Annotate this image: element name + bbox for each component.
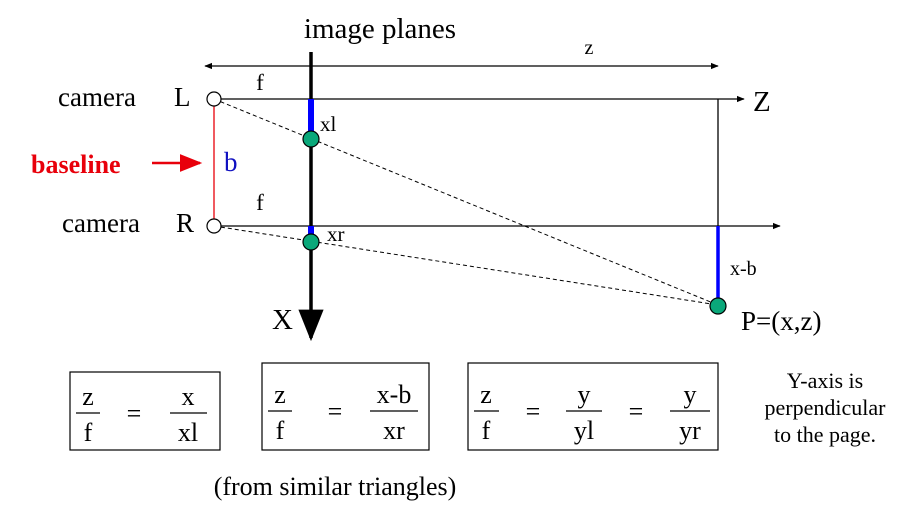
z-dimension-label: z	[585, 37, 594, 59]
camera-right-label: camera	[62, 208, 140, 238]
y-axis-note-line-3: to the page.	[773, 421, 877, 447]
xl-point	[302, 130, 320, 148]
right-projection-ray	[213, 225, 719, 306]
eq3-mid-numerator: y	[578, 380, 591, 409]
eq1-equals: =	[127, 399, 142, 428]
x-minus-b-label: x-b	[730, 258, 757, 280]
left-projection-ray	[213, 98, 719, 306]
x-axis-label: X	[272, 304, 293, 336]
point-p	[709, 297, 727, 315]
y-axis-note: Y-axis is perpendicular to the page.	[745, 368, 905, 448]
similar-triangles-caption: (from similar triangles)	[213, 472, 457, 501]
eq3-rhs-denominator: yr	[679, 416, 701, 445]
eq2-rhs-numerator: x-b	[377, 380, 412, 409]
camera-right-center	[206, 218, 222, 234]
eq1-rhs-denominator: xl	[178, 418, 198, 447]
y-axis-note-line-2: perpendicular	[764, 394, 886, 420]
image-planes-label: image planes	[304, 13, 456, 45]
eq1-rhs-numerator: x	[182, 382, 195, 411]
equation-box-2	[261, 362, 430, 451]
point-p-label: P=(x,z)	[741, 306, 821, 336]
eq2-equals: =	[328, 397, 343, 426]
xr-label: xr	[327, 222, 345, 246]
eq2-rhs-denominator: xr	[383, 416, 405, 445]
baseline-b-label: b	[224, 147, 238, 177]
eq3-lhs-numerator: z	[480, 380, 492, 409]
camera-left-center	[206, 91, 222, 107]
camera-left-letter: L	[174, 82, 191, 112]
z-axis-label: Z	[753, 86, 771, 118]
baseline-label: baseline	[31, 150, 121, 179]
eq3-rhs-numerator: y	[684, 380, 697, 409]
equation-box-1	[69, 371, 221, 451]
eq2-lhs-numerator: z	[274, 380, 286, 409]
eq1-lhs-numerator: z	[82, 382, 94, 411]
focal-length-bottom-label: f	[256, 190, 264, 215]
eq3-mid-denominator: yl	[574, 416, 594, 445]
y-axis-note-line-1: Y-axis is	[786, 368, 864, 393]
eq3-equals-2: =	[629, 397, 644, 426]
focal-length-top-label: f	[256, 70, 264, 95]
camera-left-label: camera	[58, 82, 136, 112]
xl-label: xl	[320, 112, 337, 136]
eq1-lhs-denominator: f	[84, 418, 93, 447]
equation-box-3	[467, 362, 719, 451]
eq2-lhs-denominator: f	[276, 416, 285, 445]
eq3-lhs-denominator: f	[482, 416, 491, 445]
camera-right-letter: R	[176, 208, 194, 238]
xr-point	[302, 233, 320, 251]
eq3-equals-1: =	[526, 397, 541, 426]
